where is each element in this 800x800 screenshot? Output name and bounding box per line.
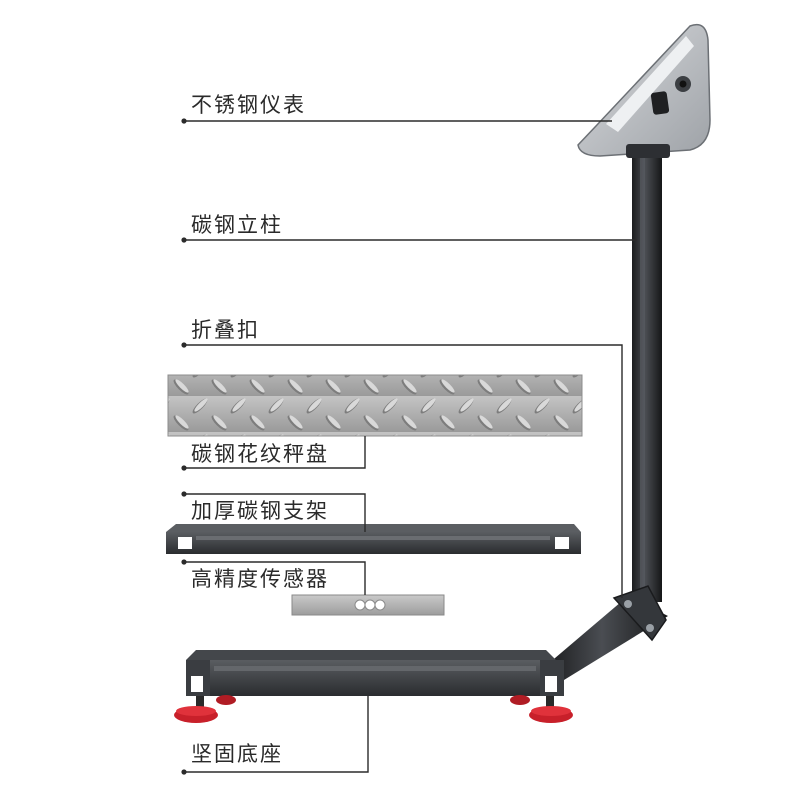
leader-fold-buckle [184,344,623,598]
label-bracket: 加厚碳钢支架 [191,499,329,523]
leader-sensor [184,561,366,595]
fold-buckle [548,585,668,680]
leader-base [184,696,369,773]
sturdy-base [174,650,573,723]
leader-platter [184,436,366,469]
leader-bracket [184,493,366,532]
label-indicator: 不锈钢仪表 [191,93,306,117]
thick-steel-bracket [166,524,581,554]
power-switch-icon [650,91,670,115]
label-platter: 碳钢花纹秤盘 [191,442,329,466]
leader-dots [181,118,187,775]
stainless-indicator [577,23,711,158]
label-fold-buckle: 折叠扣 [191,318,260,342]
checker-plate-platter [167,374,583,437]
carbon-steel-column [632,150,662,602]
label-base: 坚固底座 [191,742,283,766]
label-sensor: 高精度传感器 [191,567,329,591]
label-column: 碳钢立柱 [191,213,283,237]
precision-load-sensor [291,594,445,616]
leader-lines [184,120,637,773]
